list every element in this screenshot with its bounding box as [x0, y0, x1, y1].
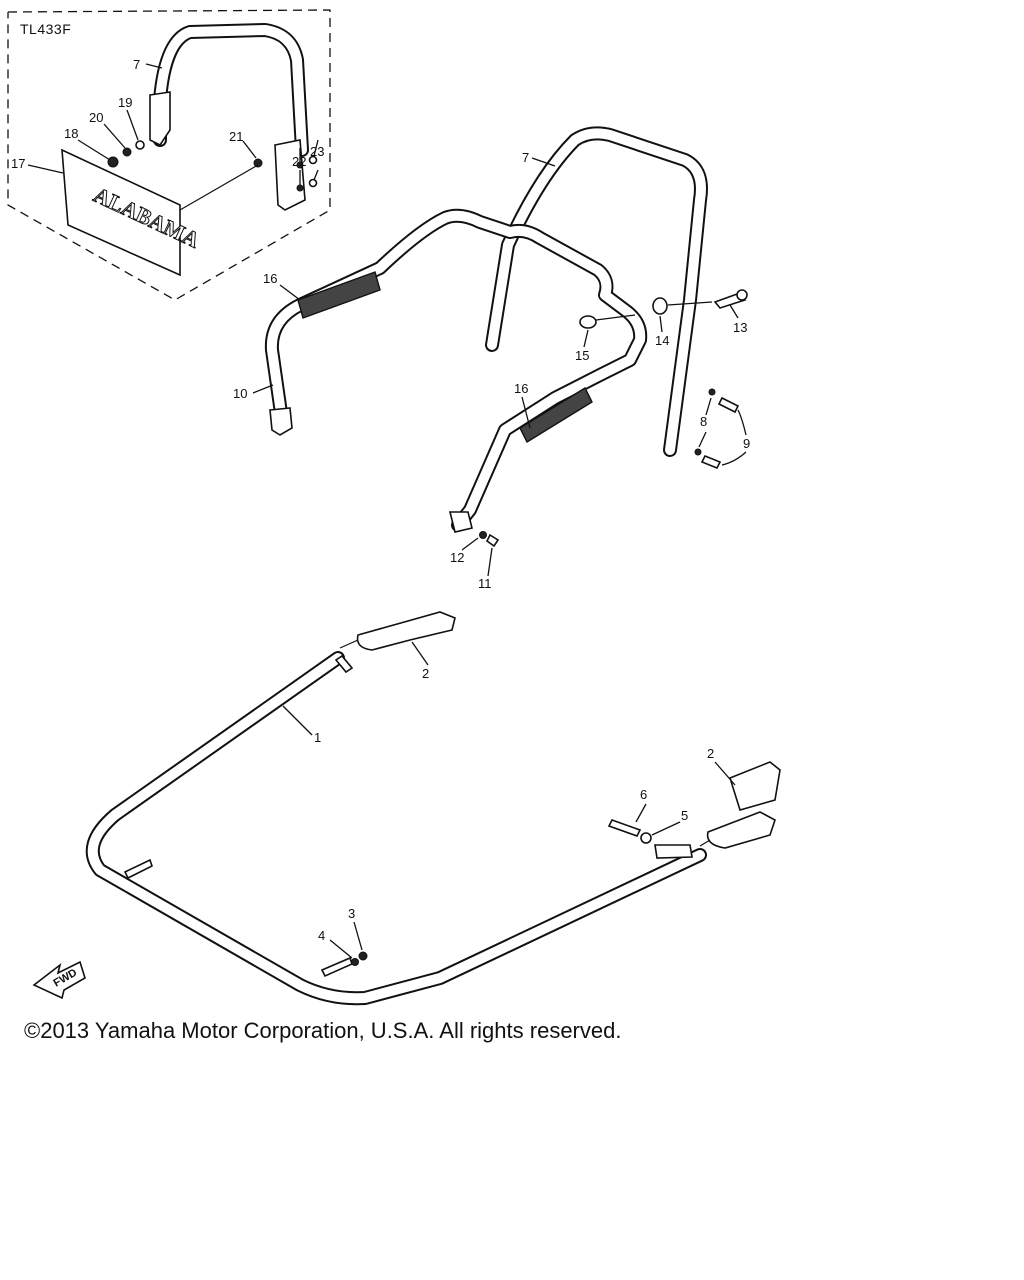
callout-3: 3	[348, 906, 355, 921]
nut-3	[358, 951, 368, 961]
callout-17: 17	[11, 156, 25, 171]
callout-12: 12	[450, 550, 464, 565]
callout-1: 1	[314, 730, 321, 745]
stud-bottom	[320, 956, 353, 978]
callout-9: 9	[743, 436, 750, 451]
bolt-19	[135, 140, 145, 150]
callout-15: 15	[575, 348, 589, 363]
grip-left	[297, 271, 381, 319]
washer-8b	[694, 448, 702, 456]
upper-assembly: 7 16 10 16 15 14 13 8 9 12 11	[233, 126, 750, 591]
callout-4: 4	[318, 928, 325, 943]
clamp-15	[579, 315, 597, 329]
callout-8: 8	[700, 414, 707, 429]
callout-7: 7	[522, 150, 529, 165]
lower-bumper: 2 1 2 6 5 3 4	[85, 611, 781, 1006]
callout-2-lower: 2	[707, 746, 714, 761]
bar-end-right	[448, 511, 473, 533]
grip-right	[519, 387, 593, 443]
bracket-left	[149, 91, 171, 147]
bar-end-left	[269, 407, 293, 436]
bolt-9b	[700, 454, 722, 470]
end-cap-upper	[356, 611, 456, 651]
stud-left	[123, 858, 153, 880]
washer-18	[107, 156, 119, 168]
washer-12	[479, 531, 487, 539]
inset-panel: TL433F ALABAMA 7 19 20 18 17 21 22	[7, 9, 331, 301]
copyright-notice: ©2013 Yamaha Motor Corporation, U.S.A. A…	[24, 1018, 622, 1043]
callout-10: 10	[233, 386, 247, 401]
callout-18: 18	[64, 126, 78, 141]
callout-11: 11	[478, 576, 492, 591]
washer-21	[253, 158, 263, 168]
parts-diagram: TL433F ALABAMA 7 19 20 18 17 21 22	[7, 9, 781, 1006]
callout-16-right: 16	[514, 381, 528, 396]
callout-23: 23	[310, 144, 324, 159]
callout-21: 21	[229, 129, 243, 144]
callout-7-inset: 7	[133, 57, 140, 72]
washer-8a	[708, 388, 716, 396]
spacer-14	[652, 297, 668, 315]
callout-14: 14	[655, 333, 669, 348]
callout-22: 22	[292, 154, 306, 169]
washer-5	[640, 832, 652, 844]
bolt-9a	[717, 396, 740, 414]
bolt-6	[607, 819, 642, 837]
callout-16-left: 16	[263, 271, 277, 286]
bracket-right	[274, 139, 306, 211]
callout-2-upper: 2	[422, 666, 429, 681]
washer-20	[122, 147, 132, 157]
callout-20: 20	[89, 110, 103, 125]
end-cap-lower	[706, 811, 776, 849]
bolt-11	[485, 533, 500, 548]
callout-19: 19	[118, 95, 132, 110]
callout-5: 5	[681, 808, 688, 823]
license-plate	[61, 148, 181, 277]
nut-22b	[296, 184, 304, 192]
washer-4	[351, 958, 359, 966]
bolt-23a	[308, 155, 318, 165]
callout-6: 6	[640, 787, 647, 802]
fwd-arrow-icon: FWD	[32, 960, 86, 1000]
bolt-23b	[308, 178, 318, 188]
inset-code: TL433F	[20, 21, 71, 37]
callout-13: 13	[733, 320, 747, 335]
stud-right	[654, 844, 693, 859]
